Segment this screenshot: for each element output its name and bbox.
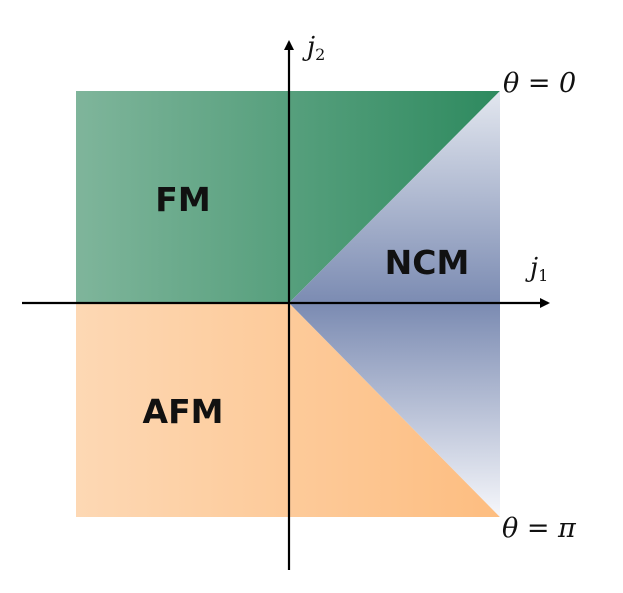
theta-zero-label: θ = 0 [503,68,576,99]
y-axis-symbol: j [302,32,315,62]
y-axis-label: j2 [302,32,325,64]
theta-pi-label: θ = π [502,513,577,544]
x-axis-label: j1 [525,253,548,285]
x-axis-subscript: 1 [538,266,548,285]
y-axis-subscript: 2 [315,45,325,64]
afm-label: AFM [143,392,224,431]
fm-label: FM [155,180,210,219]
ncm-label: NCM [385,243,470,282]
x-axis-symbol: j [525,253,538,283]
